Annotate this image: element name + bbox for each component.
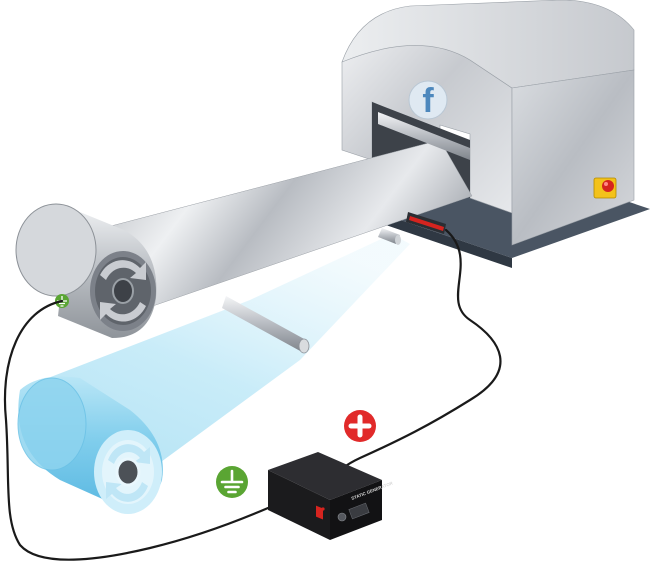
ground-icon <box>216 466 248 498</box>
machine-roller <box>378 112 470 160</box>
rotation-arrows-icon <box>106 444 150 502</box>
machine-logo-letter: f <box>422 82 434 120</box>
plus-circle-icon <box>344 410 376 442</box>
machine-right-face <box>511 69 635 246</box>
generator-display <box>348 502 370 520</box>
generator-left <box>268 470 330 540</box>
ground-cable <box>3 299 270 561</box>
charged-roll <box>17 376 163 514</box>
machine-logo: f <box>408 80 448 120</box>
emergency-stop-icon <box>593 177 617 199</box>
generator-knob <box>337 512 347 522</box>
generator-top <box>268 452 382 500</box>
generator-led <box>321 507 325 511</box>
idler-rod <box>222 296 310 354</box>
positive-cable <box>328 228 502 482</box>
charging-bar <box>406 212 446 234</box>
cables <box>3 228 502 561</box>
static-generator: STATIC GENERATOR <box>268 452 394 540</box>
metal-roll <box>15 203 157 338</box>
machine-top <box>341 0 635 89</box>
rotation-arrows-icon <box>100 260 146 322</box>
generator-switch <box>316 505 323 520</box>
guide-rod <box>378 228 401 245</box>
